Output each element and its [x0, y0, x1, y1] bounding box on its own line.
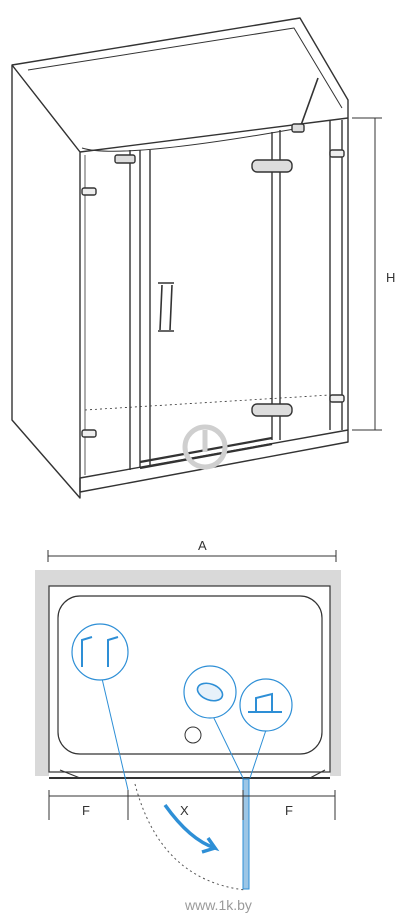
left-wall-outline [11, 64, 81, 499]
shower-tray [79, 429, 349, 493]
width-dimension-label: A [198, 538, 207, 553]
plan-view [35, 550, 341, 891]
drain [184, 726, 202, 744]
door-open-position [242, 778, 250, 890]
watermark-logo-icon [182, 424, 228, 470]
height-dimension-label: H [386, 270, 395, 285]
watermark-text: www.1k.by [184, 897, 252, 913]
side-right-dimension-label: F [285, 803, 293, 818]
bottom-dimension-line [48, 790, 336, 820]
height-dimension-line [352, 117, 382, 431]
door-hinge-detail-icon [183, 665, 237, 719]
enclosure-3d-view [11, 17, 382, 499]
top-rail [79, 117, 349, 153]
swing-arrow-icon [163, 803, 220, 854]
door-swing-arc [134, 783, 246, 891]
width-dimension-line [47, 550, 337, 562]
left-wall-section [35, 576, 49, 776]
door-dimension-label: X [180, 803, 189, 818]
wall-bracket-detail-icon [239, 678, 293, 732]
door-handle [158, 282, 174, 332]
tray-outline-inner [57, 595, 323, 755]
wall-bracket-icon [81, 149, 345, 438]
door-hinge-icon [114, 123, 305, 417]
door-panel [139, 130, 281, 468]
wall-hinge-icon [71, 623, 129, 681]
back-wall-outline [11, 17, 349, 118]
back-wall-section [35, 570, 341, 586]
right-wall-section [330, 576, 341, 776]
side-left-dimension-label: F [82, 803, 90, 818]
right-fixed-panel [329, 120, 343, 430]
